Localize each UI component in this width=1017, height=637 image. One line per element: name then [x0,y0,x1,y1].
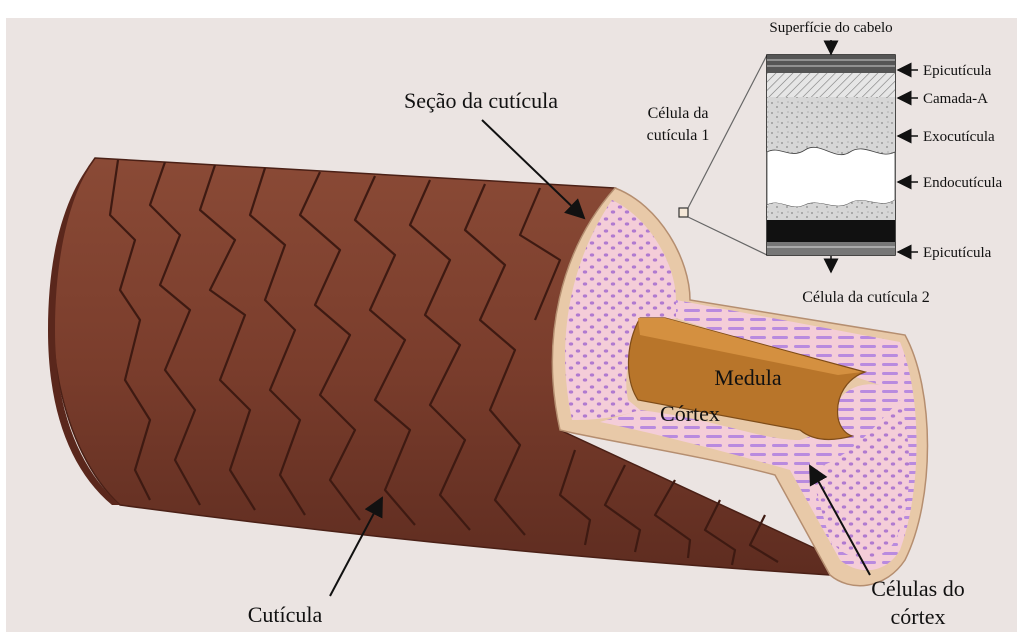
label-cuticle: Cutícula [248,602,323,627]
label-endocuticle: Endocutícula [923,175,1002,191]
label-medulla: Medula [714,365,781,390]
label-epicuticle-top: Epicutícula [923,63,992,79]
dark-band [767,220,895,242]
label-cortex-cells-line1: Células do [871,576,965,601]
label-cortex-cells-line2: córtex [891,604,946,629]
label-cuticle-cell-2: Célula da cutícula 2 [802,289,930,306]
label-hair-surface: Superfície do cabelo [769,20,892,36]
label-epicuticle-bottom: Epicutícula [923,245,992,261]
label-cortex: Córtex [660,401,720,426]
exocuticle-layer [767,97,895,155]
epicuticle-bottom-layer [767,242,895,255]
epicuticle-top-layer [767,55,895,73]
label-a-layer: Camada-A [923,91,988,107]
label-cuticle-section: Seção da cutícula [404,88,558,113]
a-layer [767,73,895,97]
endocuticle-layer [767,147,895,207]
label-cuticle-cell-1-line2: cutícula 1 [647,127,710,144]
label-exocuticle: Exocutícula [923,129,995,145]
cuticle-layer-inset [767,55,895,255]
cuticle-sample-marker [679,208,688,217]
label-cuticle-cell-1-line1: Célula da [648,105,709,122]
